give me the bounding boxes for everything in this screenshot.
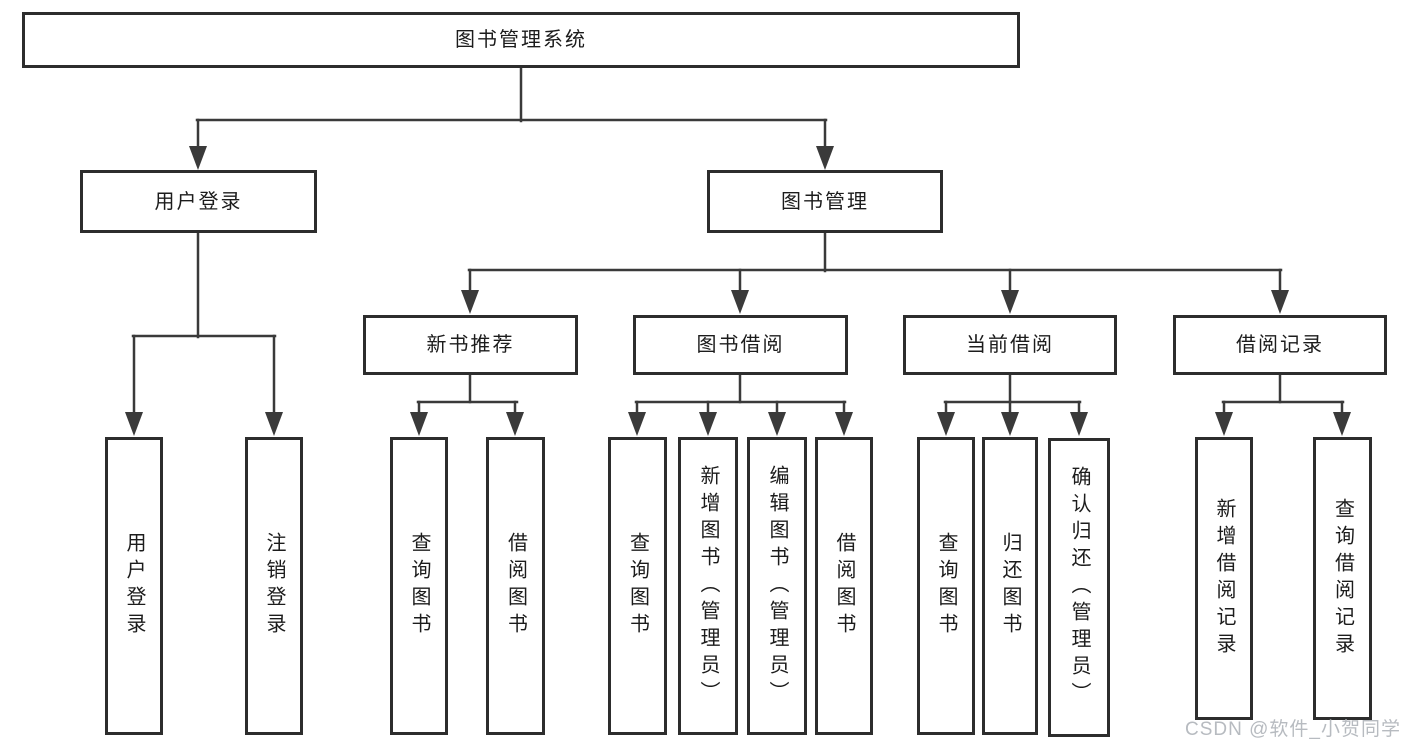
node-edit-books-admin: 编辑图书（管理员） [747,437,807,735]
node-borrow-books: 借阅图书 [486,437,545,735]
node-confirm-return-admin: 确认归还（管理员） [1048,438,1110,737]
node-logout-action: 注销登录 [245,437,303,735]
node-query-books: 查询图书 [390,437,448,735]
node-book-management: 图书管理 [707,170,943,233]
node-new-book-recommendation: 新书推荐 [363,315,578,375]
node-current-borrowing: 当前借阅 [903,315,1117,375]
node-query-books: 查询图书 [917,437,975,735]
node-borrow-books: 借阅图书 [815,437,873,735]
node-book-borrowing: 图书借阅 [633,315,848,375]
node-query-borrow-record: 查询借阅记录 [1313,437,1372,720]
node-add-books-admin: 新增图书（管理员） [678,437,738,735]
node-return-books: 归还图书 [982,437,1038,735]
node-user-login-action: 用户登录 [105,437,163,735]
node-borrowing-records: 借阅记录 [1173,315,1387,375]
node-query-books: 查询图书 [608,437,667,735]
node-user-login: 用户登录 [80,170,317,233]
node-add-borrow-record: 新增借阅记录 [1195,437,1253,720]
node-library-management-system: 图书管理系统 [22,12,1020,68]
csdn-watermark: CSDN @软件_小贺同学 [1185,719,1401,740]
